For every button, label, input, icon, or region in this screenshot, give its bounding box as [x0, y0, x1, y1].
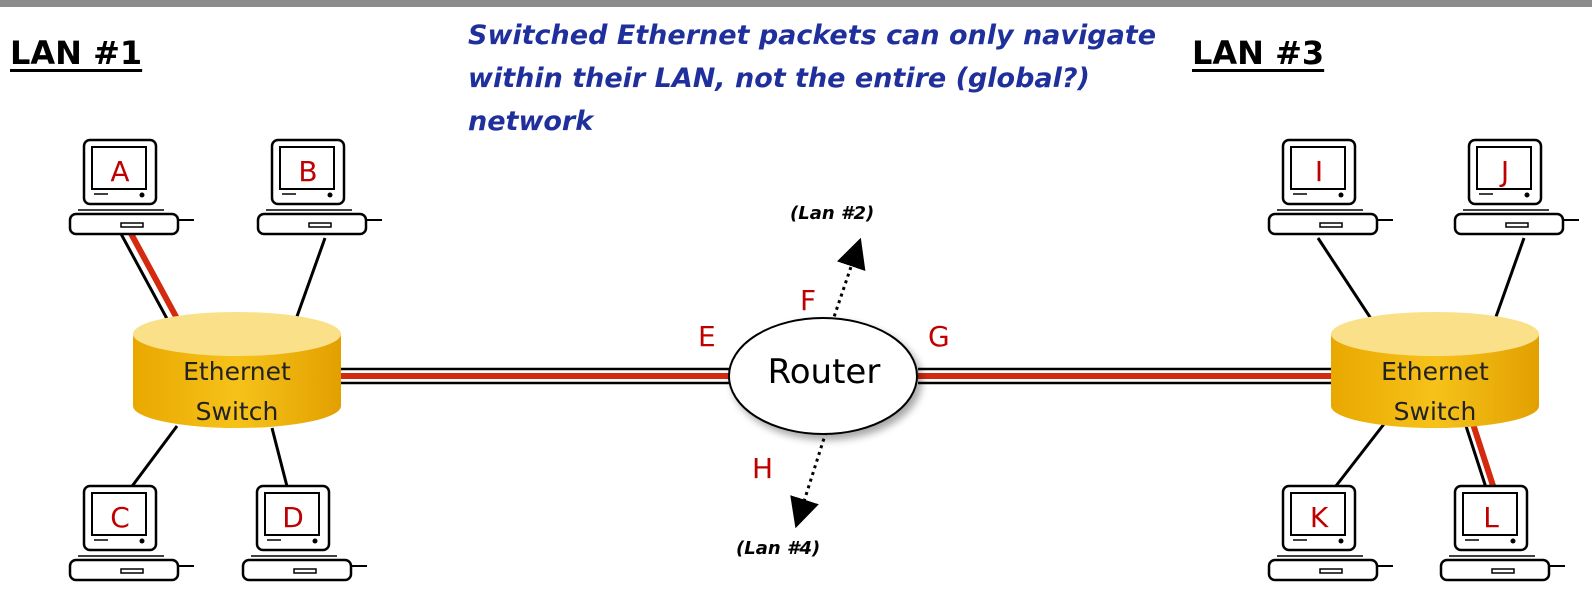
- computer-d-label: D: [282, 501, 304, 534]
- link-a-switch1: [118, 231, 174, 329]
- link-b-switch1: [293, 237, 327, 323]
- computer-k-label: K: [1309, 501, 1329, 534]
- router-node: [728, 317, 918, 435]
- ethernet-switch-left: [133, 312, 341, 428]
- switch-left-label-line1: Ethernet: [183, 357, 291, 386]
- switch-right-label-line2: Switch: [1393, 397, 1477, 426]
- switch-left-label-line2: Switch: [195, 397, 279, 426]
- router-port-h: H: [752, 452, 774, 485]
- arrow-to-lan2: [830, 237, 866, 324]
- computer-a-label: A: [110, 155, 130, 188]
- computer-c-label: C: [110, 501, 130, 534]
- router-port-f: F: [800, 284, 817, 317]
- link-j-switch3: [1490, 237, 1526, 329]
- top-border: [0, 0, 1592, 7]
- ethernet-switch-right: [1331, 312, 1539, 428]
- router-port-e: E: [698, 320, 716, 353]
- switch-right-label-line1: Ethernet: [1381, 357, 1489, 386]
- arrow-to-lan4: [790, 431, 828, 529]
- computer-j-label: J: [1500, 155, 1510, 188]
- computer-i-label: I: [1314, 155, 1324, 188]
- lan1-title: LAN #1: [10, 34, 143, 72]
- computer-l-label: L: [1483, 501, 1499, 534]
- lan4-label: (Lan #4): [736, 538, 821, 559]
- packet-scope-note: Switched Ethernet packets can only navig…: [468, 20, 1157, 137]
- router-port-g: G: [928, 320, 950, 353]
- lan2-label: (Lan #2): [790, 203, 875, 224]
- computer-b-label: B: [298, 155, 318, 188]
- highlight-a-switch1: [125, 226, 183, 326]
- router-label: Router: [767, 352, 881, 392]
- lan3-title: LAN #3: [1192, 34, 1325, 72]
